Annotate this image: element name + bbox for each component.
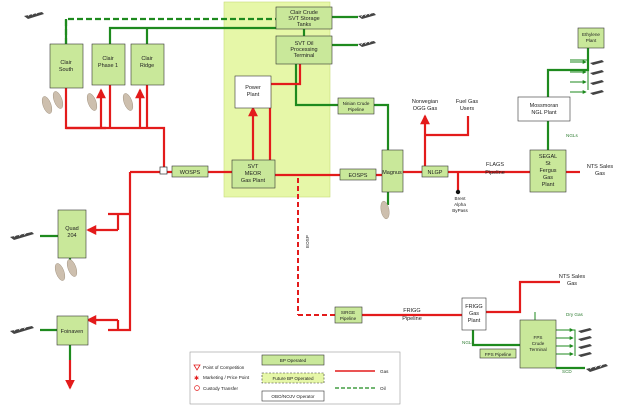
legend-point-of-competition: Point of Competition [203,365,245,370]
tanker-icon [10,326,34,334]
eosps-tag[interactable] [339,168,377,181]
marketing-icon: ✱ [194,375,199,382]
magnus-label: Magnus [382,170,402,176]
tanker-icon [358,40,376,47]
tanker-icon [358,12,376,19]
ethylene-box[interactable] [577,27,605,49]
nlgp-label: NLGP [428,170,443,176]
brent-marker [455,189,461,195]
clair-storage-box[interactable] [275,6,333,30]
legend-marketing: Marketing / Price Point [203,375,250,380]
tanker-icon [590,60,604,65]
ngls-top-label: NGLs [566,133,578,138]
magnus-box[interactable] [381,149,404,193]
legend-future-bp: Future BP Operated [272,376,313,381]
field-icon [380,200,390,220]
dry-gas-label: Dry Gas [566,312,584,317]
nlgp-tag[interactable] [421,165,449,178]
clair-south-box[interactable] [49,43,84,89]
field-icon [66,259,78,277]
foinaven-box[interactable] [56,315,89,346]
field-icon [122,93,134,111]
svt-meor-box[interactable] [231,159,276,189]
foinaven-label: Foinaven [61,329,84,335]
tanker-icon [578,336,592,341]
scd-label: SCD [562,369,572,374]
tanker-icon [590,90,604,95]
eosp-vertical-label: EOSP [305,235,310,248]
legend-gas: Gas [380,369,389,374]
tanker-icon [578,344,592,349]
tanker-icon [10,232,34,240]
tanker-icon [578,328,592,333]
tanker-icon [590,70,604,75]
sirge-tag[interactable] [334,306,363,324]
field-icon [54,263,66,281]
ngls-bottom-label: NGLs [462,340,474,345]
gas-lines [64,64,580,390]
field-icons [41,91,390,281]
legend-obo: OBO/NOJV Operator [271,394,315,399]
legend-bp-operated: BP Operated [280,358,307,363]
svt-oil-box[interactable] [275,35,333,65]
custody-transfer-icon [194,385,200,391]
eosps-label: EOSPS [349,173,368,179]
clair-phase1-box[interactable] [91,43,126,86]
legend: Point of Competition ✱ Marketing / Price… [189,351,401,405]
segal-box[interactable] [529,149,567,193]
legend-oil: Oil [380,386,386,391]
tanker-icons [10,11,608,372]
quad204-box[interactable] [57,209,87,259]
fps-pipeline-label: FPS Pipeline [485,352,512,357]
fps-pipeline-tag[interactable] [479,348,517,359]
power-plant-box[interactable] [234,75,272,109]
fps-terminal-box[interactable] [519,319,557,369]
wosps-tag[interactable] [171,165,209,178]
legend-obo-swatch [261,390,325,402]
legend-custody: Custody Transfer [203,386,238,391]
ninian-tag[interactable] [337,97,375,115]
frigg-plant-box[interactable] [461,297,487,331]
wosps-label: WOSPS [180,170,201,176]
point-of-competition-icon [193,364,201,371]
field-icon [41,96,53,114]
field-icon [52,91,64,109]
tanker-icon [578,352,592,357]
clair-ridge-box[interactable] [130,43,165,86]
mossmoran-box[interactable] [517,96,571,122]
legend-bp-operated-swatch [261,354,325,366]
field-icon [86,93,98,111]
tanker-icon [24,11,44,19]
legend-future-bp-swatch [261,372,325,384]
custody-transfer-marker [159,166,168,175]
tanker-icon [586,364,608,372]
tanker-icon [590,80,604,85]
